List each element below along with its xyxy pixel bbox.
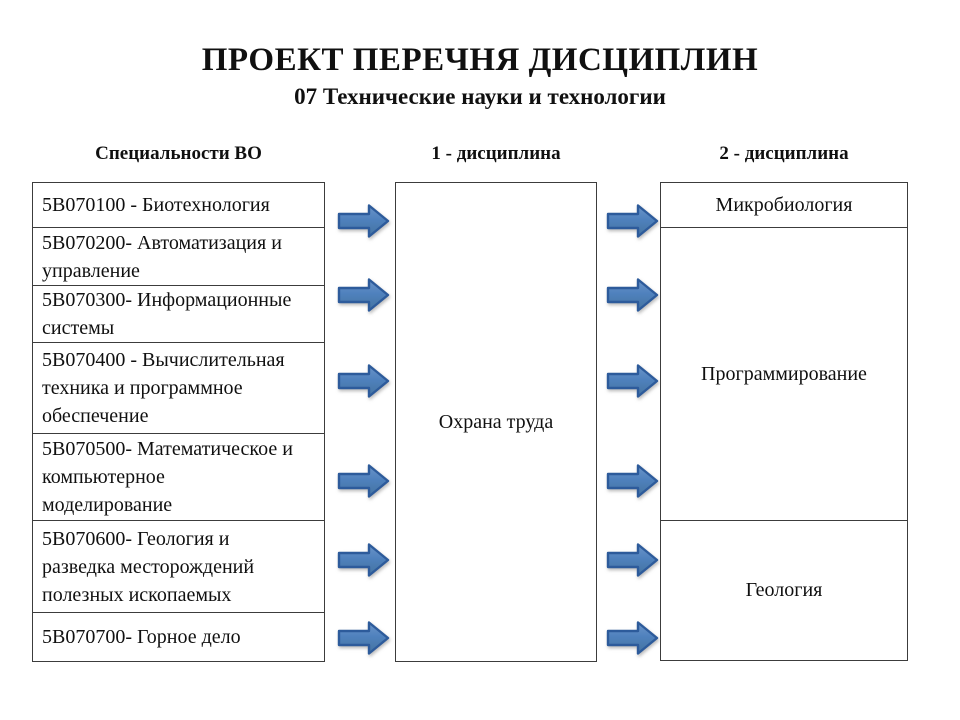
arrow-right-icon (337, 621, 390, 655)
table-row-specialty-3: 5В070300- Информационные системы (33, 286, 324, 343)
discipline1-label: Охрана труда (438, 410, 554, 433)
table-row-specialty-5: 5В070500- Математическое и компьютерное … (33, 434, 324, 521)
column-header-discipline2: 2 - дисциплина (719, 143, 849, 164)
arrow-right-icon (337, 278, 390, 312)
discipline1-box: Охрана труда (395, 182, 597, 662)
discipline2-cell-programming: Программирование (661, 228, 907, 521)
arrow-right-icon (606, 278, 659, 312)
discipline2-cell-microbiology: Микробиология (661, 183, 907, 228)
arrow-right-icon (606, 364, 659, 398)
arrow-right-icon (337, 464, 390, 498)
column-header-specialties: Специальности ВО (95, 143, 262, 164)
column-header-discipline1: 1 - дисциплина (431, 143, 561, 164)
table-row-specialty-6: 5В070600- Геология и разведка месторожде… (33, 521, 324, 613)
table-row-specialty-4: 5В070400 - Вычислительная техника и прог… (33, 343, 324, 434)
discipline2-table: Микробиология Программирование Геология (660, 182, 908, 661)
page-subtitle: 07 Технические науки и технологии (294, 84, 666, 109)
specialties-table: 5В070100 - Биотехнология 5В070200- Автом… (32, 182, 325, 662)
discipline2-cell-geology: Геология (745, 579, 823, 601)
arrow-right-icon (337, 364, 390, 398)
table-row-specialty-7: 5В070700- Горное дело (42, 626, 241, 648)
arrow-right-icon (606, 464, 659, 498)
arrow-right-icon (337, 543, 390, 577)
arrow-right-icon (606, 204, 659, 238)
arrow-right-icon (606, 621, 659, 655)
table-row-specialty-1: 5В070100 - Биотехнология (33, 183, 324, 228)
arrow-right-icon (337, 204, 390, 238)
page-title: ПРОЕКТ ПЕРЕЧНЯ ДИСЦИПЛИН (201, 42, 759, 78)
arrow-right-icon (606, 543, 659, 577)
table-row-specialty-2: 5В070200- Автоматизация и управление (33, 228, 324, 286)
